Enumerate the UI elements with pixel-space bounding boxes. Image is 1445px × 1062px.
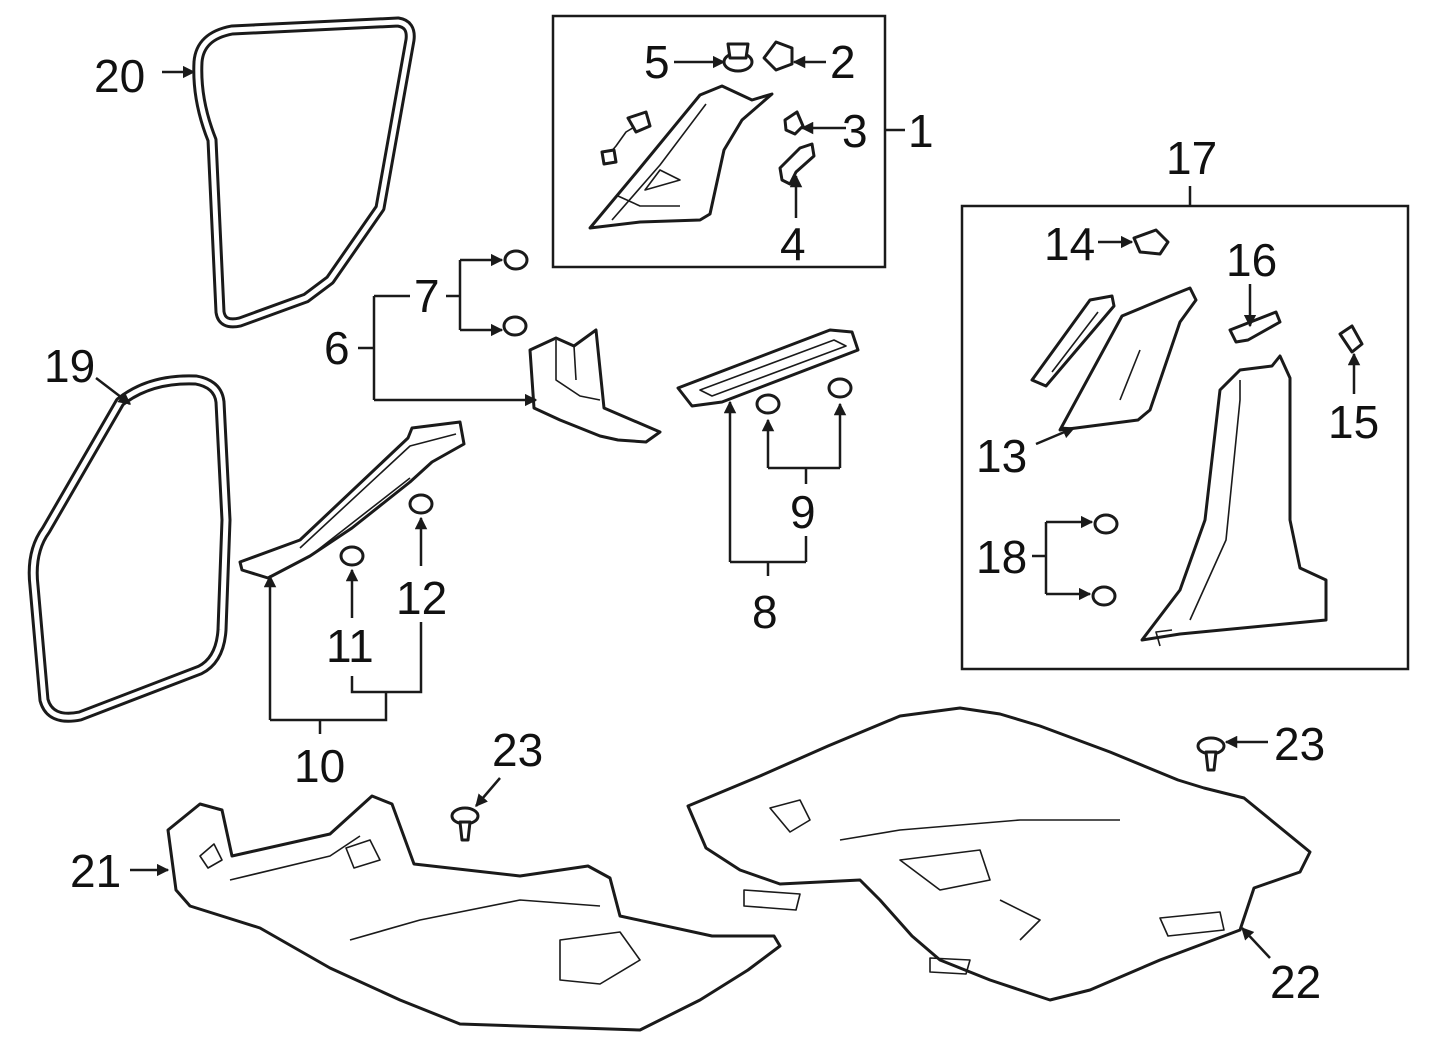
sill-plate-8-icon — [676, 328, 860, 408]
callout-21: 21 — [70, 845, 121, 897]
callout-12: 12 — [396, 572, 447, 624]
callout-20: 20 — [94, 50, 145, 102]
clip-18a-icon — [1093, 513, 1119, 535]
callout-23-left: 23 — [492, 724, 543, 776]
callout-1: 1 — [908, 105, 934, 157]
callout-7: 7 — [414, 270, 440, 322]
clip-9b-icon — [827, 377, 853, 399]
clip-9a-icon — [755, 393, 781, 415]
callout-3: 3 — [842, 105, 868, 157]
fastener-23b-icon — [1196, 736, 1226, 772]
callout-2: 2 — [830, 36, 856, 88]
callout-6: 6 — [324, 322, 350, 374]
clip-7a-icon — [503, 249, 529, 271]
fastener-23a-icon — [450, 806, 480, 842]
pillar-trim-17-icon — [1140, 354, 1328, 647]
callout-19: 19 — [44, 340, 95, 392]
callout-4: 4 — [780, 218, 806, 270]
callout-18: 18 — [976, 531, 1027, 583]
clip-5-icon — [722, 42, 754, 73]
callout-15: 15 — [1328, 396, 1379, 448]
callout-8: 8 — [752, 586, 778, 638]
group-17-box — [960, 204, 1410, 671]
bracket-4-icon — [778, 142, 816, 186]
clip-3-icon — [783, 110, 805, 136]
callout-13: 13 — [976, 430, 1027, 482]
door-seal-20-icon — [192, 16, 416, 329]
clip-18b-icon — [1091, 585, 1117, 607]
group-1-box — [551, 14, 887, 269]
callout-5: 5 — [644, 36, 670, 88]
front-carpet-21-icon — [166, 794, 782, 1032]
callout-9: 9 — [790, 486, 816, 538]
pillar-trim-1-icon — [588, 84, 774, 230]
clip-11-icon — [339, 545, 365, 567]
callout-10: 10 — [294, 740, 345, 792]
callout-23-right: 23 — [1274, 718, 1325, 770]
clip-7b-icon — [502, 315, 528, 337]
trim-6-icon — [528, 328, 662, 444]
clip-16-icon — [1228, 310, 1282, 344]
clip-15-icon — [1338, 324, 1364, 354]
callout-17: 17 — [1166, 132, 1217, 184]
callout-16: 16 — [1226, 234, 1277, 286]
wire-harness-icon — [600, 110, 652, 166]
callout-11: 11 — [326, 620, 374, 672]
clip-14-icon — [1132, 228, 1170, 256]
trim-panel-13-icon — [1030, 286, 1198, 432]
callout-22: 22 — [1270, 956, 1321, 1008]
callout-14: 14 — [1044, 218, 1095, 270]
leader-lines — [95, 55, 1361, 959]
rear-carpet-22-icon — [686, 706, 1312, 1002]
clip-12-icon — [408, 493, 434, 515]
door-seal-19-icon — [27, 374, 232, 723]
clip-2-icon — [762, 40, 794, 72]
